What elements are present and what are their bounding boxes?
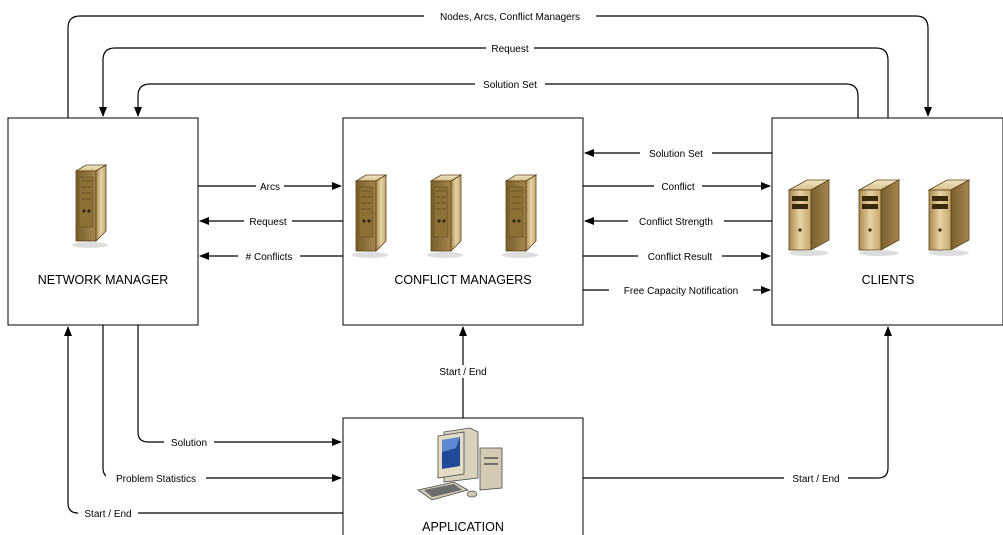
label-app-nm-start-end: Start / End bbox=[84, 509, 131, 520]
edge-app-nm-start-end bbox=[64, 326, 343, 514]
edge-nodes-arcs-conflict-managers bbox=[67, 15, 932, 118]
label-solution-set-top: Solution Set bbox=[483, 80, 537, 91]
conflict-managers-title: CONFLICT MANAGERS bbox=[394, 273, 531, 287]
label-app-clients-start-end: Start / End bbox=[792, 474, 839, 485]
network-manager-title: NETWORK MANAGER bbox=[38, 273, 169, 287]
application-title: APPLICATION bbox=[422, 520, 504, 534]
label-conflict: Conflict bbox=[661, 182, 695, 193]
label-solution: Solution bbox=[171, 438, 207, 449]
edge-solution bbox=[137, 325, 342, 446]
clients-title: CLIENTS bbox=[862, 273, 915, 287]
label-solution-set: Solution Set bbox=[649, 149, 703, 160]
edge-app-clients-start-end bbox=[583, 326, 892, 479]
label-arcs: Arcs bbox=[260, 182, 280, 193]
computer-icon bbox=[417, 427, 503, 501]
label-conflicts: # Conflicts bbox=[246, 252, 293, 263]
label-free-capacity: Free Capacity Notification bbox=[624, 286, 739, 297]
label-request: Request bbox=[249, 217, 286, 228]
edge-problem-statistics bbox=[102, 325, 342, 482]
label-problem-statistics: Problem Statistics bbox=[116, 474, 196, 485]
label-conflict-strength: Conflict Strength bbox=[639, 217, 713, 228]
label-nodes-arcs: Nodes, Arcs, Conflict Managers bbox=[440, 12, 580, 23]
label-conflict-result: Conflict Result bbox=[648, 252, 713, 263]
label-request-top: Request bbox=[491, 44, 528, 55]
label-app-cm-start-end: Start / End bbox=[439, 367, 486, 378]
